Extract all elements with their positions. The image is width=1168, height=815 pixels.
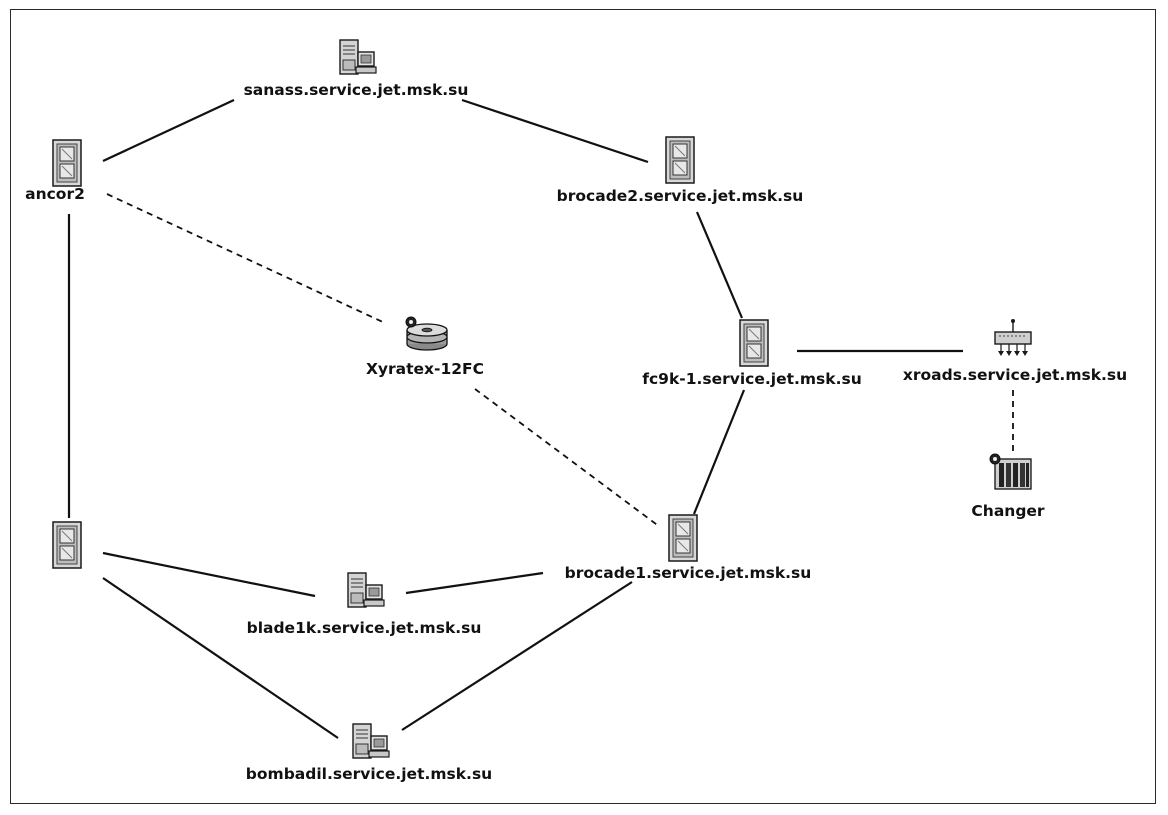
node-label: fc9k-1.service.jet.msk.su — [642, 370, 861, 388]
node-label: Changer — [971, 502, 1045, 520]
node-label: brocade2.service.jet.msk.su — [557, 187, 804, 205]
link-ancor2-sanass — [102, 99, 235, 162]
switch-icon — [52, 521, 82, 569]
link-unnamed_switch-bombadil — [102, 577, 339, 739]
link-xyratex-brocade1 — [474, 388, 661, 528]
diagram-frame — [10, 9, 1156, 804]
tape-library-icon — [989, 453, 1032, 490]
node-fc9k1[interactable]: fc9k-1.service.jet.msk.su — [642, 319, 862, 388]
link-blade1k-brocade1 — [405, 571, 544, 595]
link-fc9k1-brocade1 — [692, 389, 746, 515]
node-xroads[interactable]: xroads.service.jet.msk.su — [903, 318, 1127, 384]
server-icon — [347, 572, 385, 608]
node-bombadil[interactable]: bombadil.service.jet.msk.su — [246, 723, 492, 783]
disk-array-icon — [405, 316, 448, 351]
switch-icon — [739, 319, 769, 367]
nodes-layer: sanass.service.jet.msk.su ancor2 brocade2.… — [25, 39, 1127, 783]
node-label: xroads.service.jet.msk.su — [903, 366, 1127, 384]
node-label: blade1k.service.jet.msk.su — [247, 619, 482, 637]
router-icon — [994, 318, 1032, 357]
node-sanass[interactable]: sanass.service.jet.msk.su — [244, 39, 469, 99]
switch-icon — [668, 514, 698, 562]
link-ancor2-xyratex — [106, 193, 386, 324]
node-blade1k[interactable]: blade1k.service.jet.msk.su — [247, 572, 482, 637]
link-bombadil-brocade1 — [401, 581, 633, 731]
node-ancor2[interactable]: ancor2 — [25, 139, 85, 203]
link-unnamed_switch-blade1k — [102, 551, 316, 598]
node-unnamed_switch[interactable] — [52, 521, 82, 569]
node-brocade1[interactable]: brocade1.service.jet.msk.su — [565, 514, 812, 582]
links-layer — [67, 98, 1014, 739]
server-icon — [352, 723, 390, 759]
link-brocade2-fc9k1 — [695, 211, 744, 319]
node-label: sanass.service.jet.msk.su — [244, 81, 469, 99]
node-label: bombadil.service.jet.msk.su — [246, 765, 492, 783]
node-label: ancor2 — [25, 185, 85, 203]
node-changer[interactable]: Changer — [971, 453, 1045, 520]
link-sanass-brocade2 — [461, 98, 649, 164]
node-xyratex[interactable]: Xyratex-12FC — [366, 316, 484, 378]
server-icon — [339, 39, 377, 75]
switch-icon — [665, 136, 695, 184]
node-label: brocade1.service.jet.msk.su — [565, 564, 812, 582]
node-brocade2[interactable]: brocade2.service.jet.msk.su — [557, 136, 804, 205]
switch-icon — [52, 139, 82, 187]
node-label: Xyratex-12FC — [366, 360, 484, 378]
